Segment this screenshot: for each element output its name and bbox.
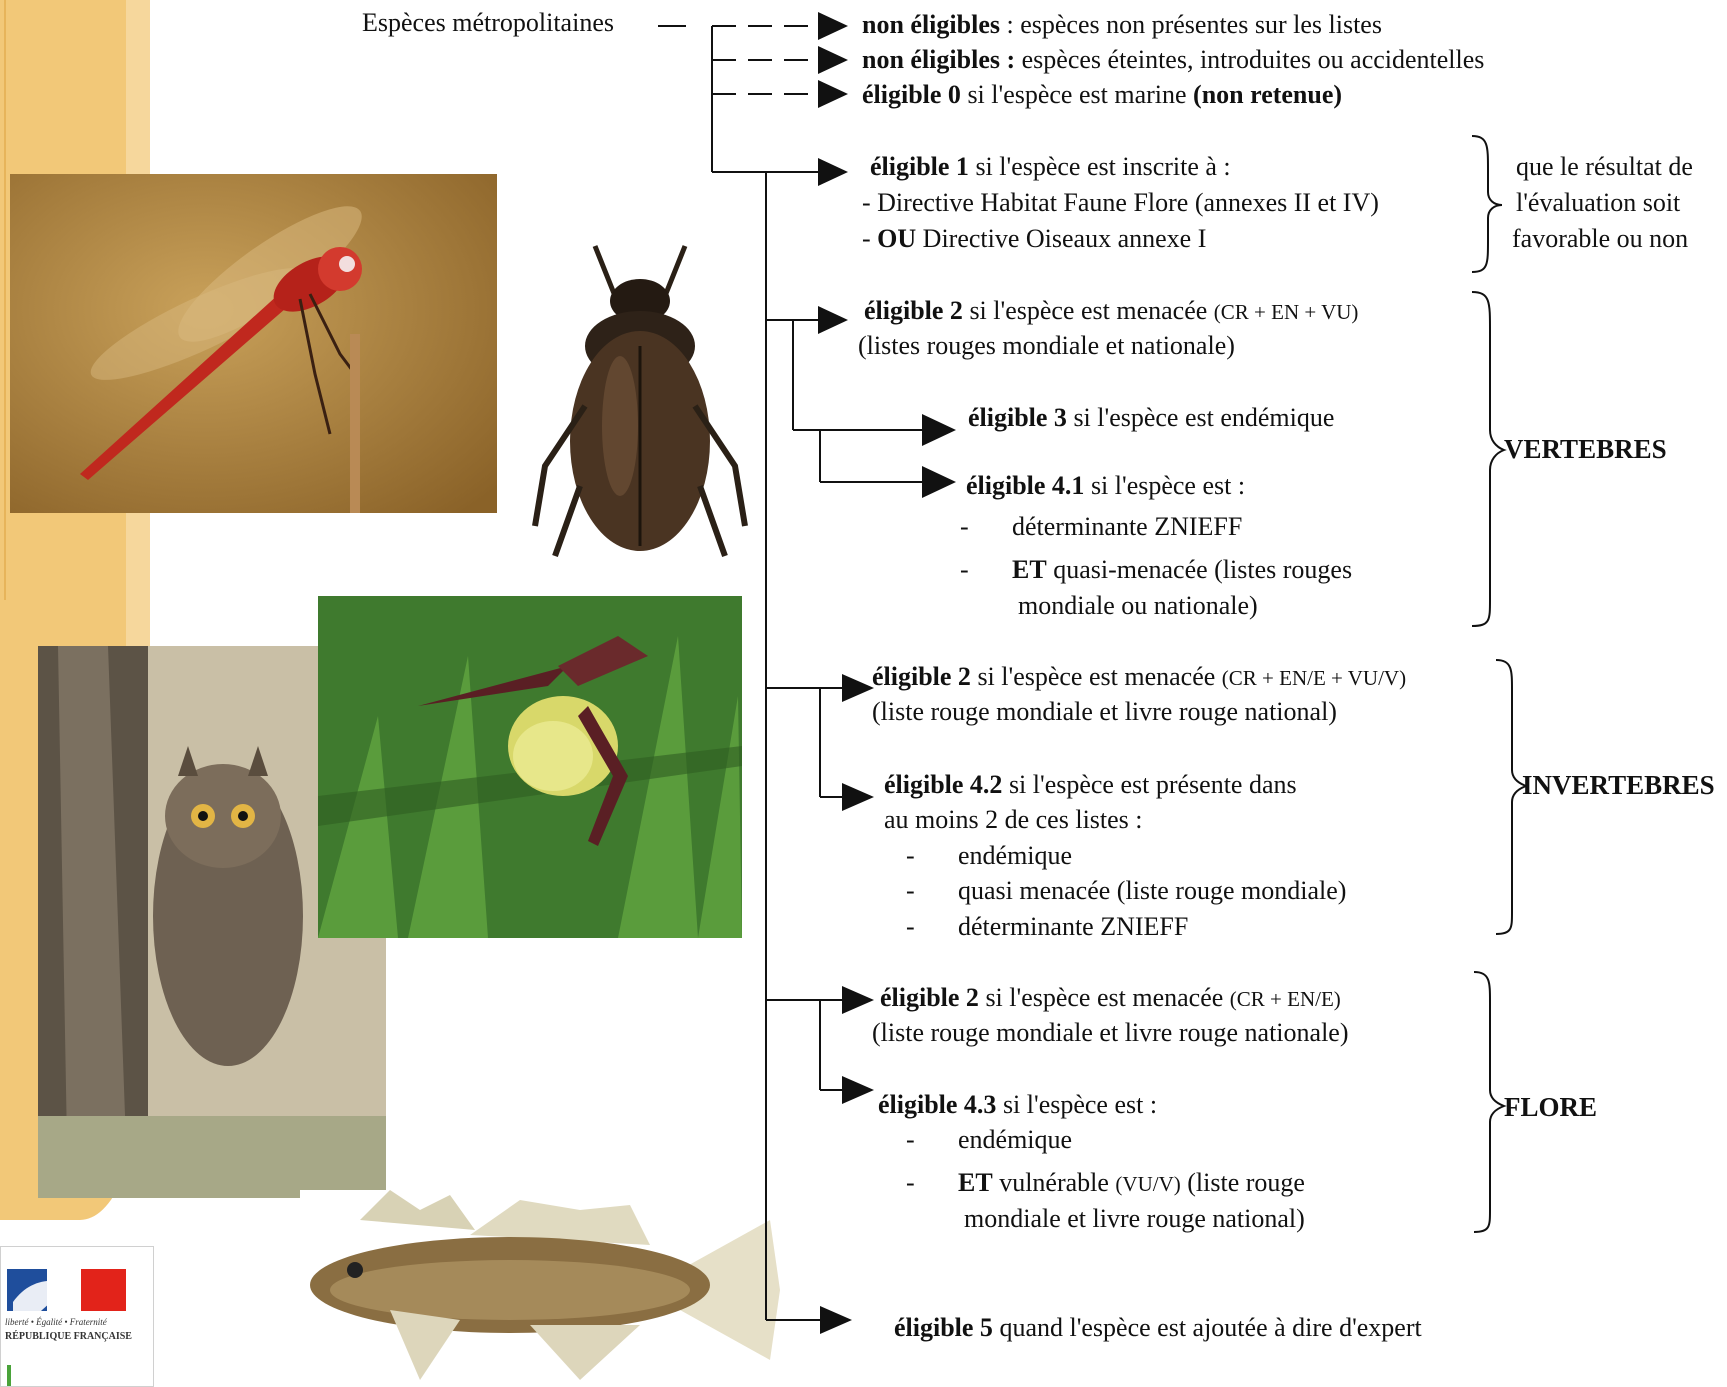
eligible5: éligible 5 quand l'espèce est ajoutée à …	[894, 1313, 1422, 1343]
flore-e43-title: éligible 4.3 si l'espèce est :	[878, 1090, 1157, 1120]
eligible1-line3-bold: OU	[877, 224, 916, 253]
invert-e42-line2: au moins 2 de ces listes :	[884, 805, 1143, 835]
flore-item-2-line2: mondiale et livre rouge national)	[964, 1204, 1305, 1234]
vert-e3-bold: éligible 3	[968, 403, 1067, 432]
vert-e41-bold: éligible 4.1	[966, 471, 1084, 500]
vert-e41-dash-2: -	[960, 555, 969, 585]
row-text: espèces éteintes, introduites ou acciden…	[1015, 45, 1484, 74]
row-text: : espèces non présentes sur les listes	[1000, 10, 1382, 39]
eligible1-note-1: que le résultat de	[1516, 152, 1693, 182]
row-bold: éligible 0	[862, 80, 961, 109]
row-bold-2: (non retenue)	[1193, 80, 1342, 109]
row-eligible-0: éligible 0 si l'espèce est marine (non r…	[862, 80, 1342, 110]
flore-item-1: endémique	[958, 1125, 1072, 1155]
eligible1-line3-prefix: -	[862, 224, 877, 253]
group-label-invertebres: INVERTEBRES	[1522, 770, 1715, 800]
vert-e41-dash-1: -	[960, 512, 969, 542]
eligible1-text: si l'espèce est inscrite à :	[969, 152, 1231, 181]
eligible1-line3: - OU Directive Oiseaux annexe I	[862, 224, 1206, 254]
flore-dash-1: -	[906, 1125, 915, 1155]
flore-e2-small: (CR + EN/E)	[1230, 987, 1341, 1011]
vert-e2-small: (CR + EN + VU)	[1214, 300, 1359, 324]
flore-e43-bold: éligible 4.3	[878, 1090, 996, 1119]
row-bold: non éligibles	[862, 10, 1000, 39]
vert-e41-title: éligible 4.1 si l'espèce est :	[966, 471, 1245, 501]
invert-e2-bold: éligible 2	[872, 662, 971, 691]
vert-e2-title: éligible 2 si l'espèce est menacée (CR +…	[864, 296, 1358, 327]
invert-dash-3: -	[906, 912, 915, 942]
invert-e2-small: (CR + EN/E + VU/V)	[1222, 666, 1406, 690]
invert-item-3: déterminante ZNIEFF	[958, 912, 1188, 942]
vert-e3: éligible 3 si l'espèce est endémique	[968, 403, 1334, 433]
vert-e3-text: si l'espèce est endémique	[1067, 403, 1334, 432]
group-label-vertebres: VERTEBRES	[1504, 434, 1667, 464]
row-non-eligible-2: non éligibles : espèces éteintes, introd…	[862, 45, 1484, 75]
invert-e2-line2: (liste rouge mondiale et livre rouge nat…	[872, 697, 1337, 727]
invert-e42-title: éligible 4.2 si l'espèce est présente da…	[884, 770, 1297, 800]
eligible1-note-2: l'évaluation soit	[1516, 188, 1680, 218]
flore-item2-text: vulnérable	[993, 1168, 1116, 1197]
vert-e41-item2-text: quasi-menacée (listes rouges	[1047, 555, 1352, 584]
vert-e41-text: si l'espèce est :	[1084, 471, 1245, 500]
row-bold: non éligibles :	[862, 45, 1015, 74]
invert-dash-2: -	[906, 876, 915, 906]
invert-e42-text: si l'espèce est présente dans	[1002, 770, 1296, 799]
invert-dash-1: -	[906, 841, 915, 871]
flore-item2-small: (VU/V)	[1115, 1172, 1180, 1196]
flore-item2-bold: ET	[958, 1168, 993, 1197]
invert-item-1: endémique	[958, 841, 1072, 871]
flore-item-2: ET vulnérable (VU/V) (liste rouge	[958, 1168, 1305, 1199]
invert-e2-title: éligible 2 si l'espèce est menacée (CR +…	[872, 662, 1406, 693]
vert-e41-item2: ET quasi-menacée (listes rouges	[1012, 555, 1352, 585]
row-text: si l'espèce est marine	[961, 80, 1193, 109]
vert-e2-text: si l'espèce est menacée	[963, 296, 1214, 325]
row-non-eligible-1: non éligibles : espèces non présentes su…	[862, 10, 1382, 40]
eligible1-title: éligible 1 si l'espèce est inscrite à :	[870, 152, 1231, 182]
invert-e42-bold: éligible 4.2	[884, 770, 1002, 799]
root-label: Espèces métropolitaines	[362, 8, 614, 38]
flore-e2-title: éligible 2 si l'espèce est menacée (CR +…	[880, 983, 1341, 1014]
eligible1-note-3: favorable ou non	[1512, 224, 1688, 254]
flore-dash-2: -	[906, 1168, 915, 1198]
eligible1-line3-text: Directive Oiseaux annexe I	[916, 224, 1206, 253]
eligible5-text: quand l'espèce est ajoutée à dire d'expe…	[993, 1313, 1422, 1342]
vert-e41-item2-bold: ET	[1012, 555, 1047, 584]
invert-e2-text: si l'espèce est menacée	[971, 662, 1222, 691]
flore-e2-bold: éligible 2	[880, 983, 979, 1012]
vert-e41-item2-line2: mondiale ou nationale)	[1018, 591, 1258, 621]
flore-e43-text: si l'espèce est :	[996, 1090, 1157, 1119]
vert-e2-line2: (listes rouges mondiale et nationale)	[858, 331, 1235, 361]
eligible5-bold: éligible 5	[894, 1313, 993, 1342]
flore-e2-text: si l'espèce est menacée	[979, 983, 1230, 1012]
group-label-flore: FLORE	[1504, 1092, 1597, 1122]
flore-item2-text2: (liste rouge	[1181, 1168, 1305, 1197]
vert-e41-item1: déterminante ZNIEFF	[1012, 512, 1242, 542]
vert-e2-bold: éligible 2	[864, 296, 963, 325]
eligible1-bold: éligible 1	[870, 152, 969, 181]
flore-e2-line2: (liste rouge mondiale et livre rouge nat…	[872, 1018, 1349, 1048]
eligible1-line2: - Directive Habitat Faune Flore (annexes…	[862, 188, 1379, 218]
invert-item-2: quasi menacée (liste rouge mondiale)	[958, 876, 1346, 906]
